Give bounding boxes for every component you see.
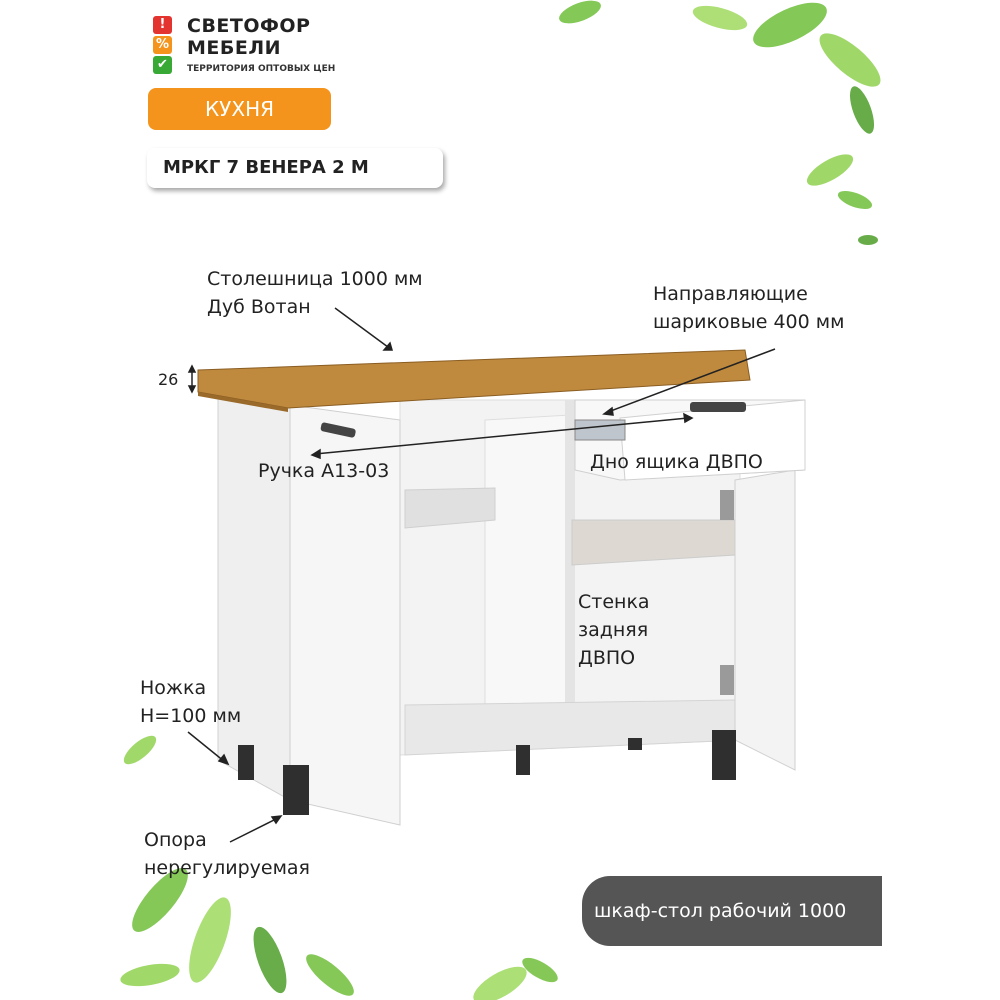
warning-icon: ! (153, 16, 172, 34)
leaf-decoration-bottom (120, 735, 558, 1000)
handle-label: Ручка А13-03 (258, 460, 390, 482)
model-title: МРКГ 7 ВЕНЕРА 2 М (147, 148, 443, 188)
percent-icon: % (153, 36, 172, 54)
check-icon: ✔ (153, 56, 172, 74)
brand-tagline: ТЕРРИТОРИЯ ОПТОВЫХ ЦЕН (187, 64, 336, 74)
category-badge: КУХНЯ (148, 88, 331, 130)
leaf-decoration-top (559, 0, 881, 245)
annotation-lines (187, 307, 776, 843)
countertop-label: Столешница 1000 мм Дуб Вотан (207, 268, 423, 318)
back-panel-label: Стенка задняя ДВПО (578, 591, 650, 669)
leg-label: Ножка Н=100 мм (140, 677, 242, 727)
cabinet (197, 349, 806, 826)
rails-label: Направляющие шариковые 400 мм (653, 283, 845, 333)
brand-name: СВЕТОФОР МЕБЕЛИ (187, 15, 311, 59)
product-caption: шкаф-стол рабочий 1000 (582, 876, 882, 946)
support-label: Опора нерегулируемая (144, 829, 310, 879)
thickness-dimension: 26 (158, 370, 179, 389)
drawer-bottom-label: Дно ящика ДВПО (590, 451, 763, 473)
